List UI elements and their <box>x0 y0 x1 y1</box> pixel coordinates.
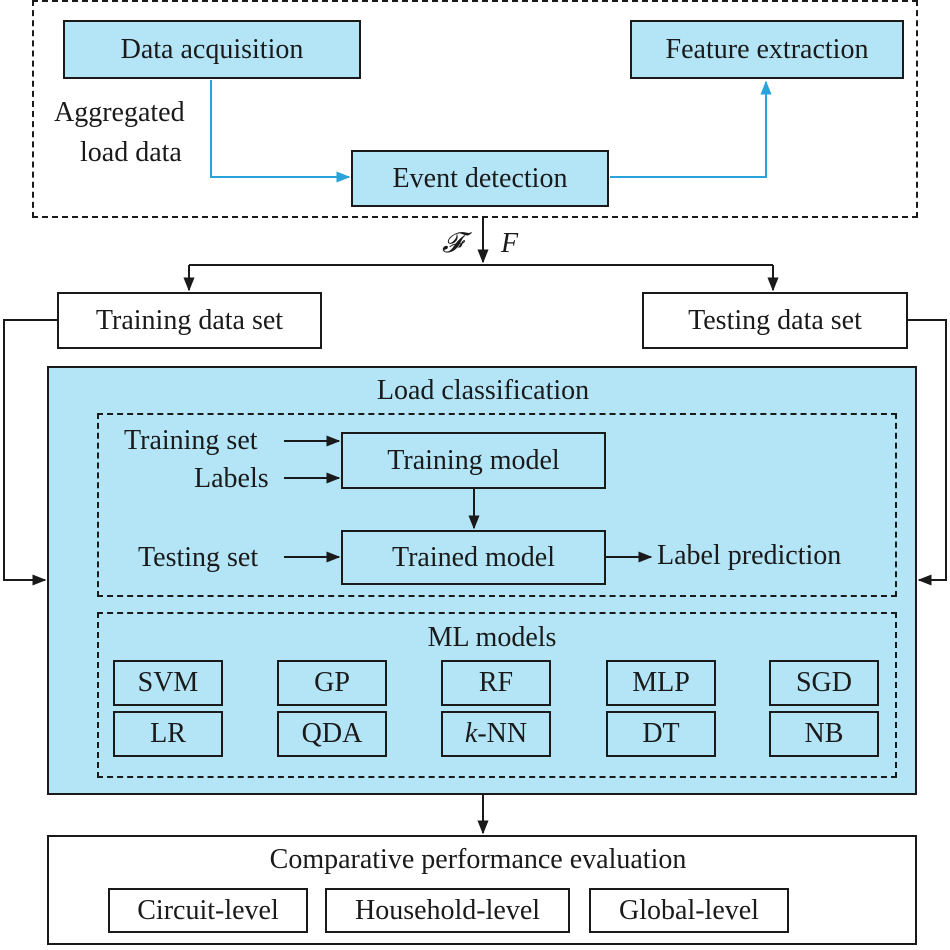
training-frame <box>97 413 897 597</box>
aggregated-label-line2: load data <box>80 137 182 168</box>
load-classification-title: Load classification <box>376 375 590 406</box>
feature-extraction-box: Feature extraction <box>630 20 904 79</box>
trained-model-box: Trained model <box>341 530 606 585</box>
event-detection-box: Event detection <box>351 150 609 207</box>
model-rf: RF <box>441 660 551 706</box>
model-gp: GP <box>277 660 387 706</box>
flow-acq-to-event <box>210 80 351 183</box>
circuit-level-box: Circuit-level <box>108 888 308 933</box>
label-prediction-label: Label prediction <box>657 540 842 571</box>
labels-label: Labels <box>194 463 269 494</box>
testing-data-set-box: Testing data set <box>642 292 908 349</box>
model-qda: QDA <box>277 711 387 757</box>
model-knn: k-NN <box>441 711 551 757</box>
italic-f-label: F <box>501 228 519 259</box>
model-lr: LR <box>113 711 223 757</box>
model-svm: SVM <box>113 660 223 706</box>
knn-rest: -NN <box>477 718 528 749</box>
training-data-set-box: Training data set <box>57 292 322 349</box>
model-nb: NB <box>769 711 879 757</box>
testing-set-label: Testing set <box>138 542 259 573</box>
training-model-box: Training model <box>341 432 606 489</box>
ml-models-title: ML models <box>427 622 557 653</box>
testing-to-panel <box>908 319 947 586</box>
model-mlp: MLP <box>606 660 716 706</box>
evaluation-title: Comparative performance evaluation <box>269 844 687 875</box>
global-level-box: Global-level <box>589 888 789 933</box>
flow-event-to-feature <box>610 80 772 178</box>
model-sgd: SGD <box>769 660 879 706</box>
evaluation-panel <box>47 835 917 945</box>
aggregated-label-line1: Aggregated <box>54 97 185 128</box>
training-set-label: Training set <box>124 425 258 456</box>
data-acquisition-box: Data acquisition <box>63 20 361 79</box>
preprocessing-frame <box>32 0 918 218</box>
ml-models-frame <box>97 612 897 778</box>
knn-k: k <box>464 718 478 749</box>
script-f-label: 𝓕 <box>442 228 463 259</box>
household-level-box: Household-level <box>325 888 570 933</box>
model-dt: DT <box>606 711 716 757</box>
training-to-panel <box>3 319 57 586</box>
